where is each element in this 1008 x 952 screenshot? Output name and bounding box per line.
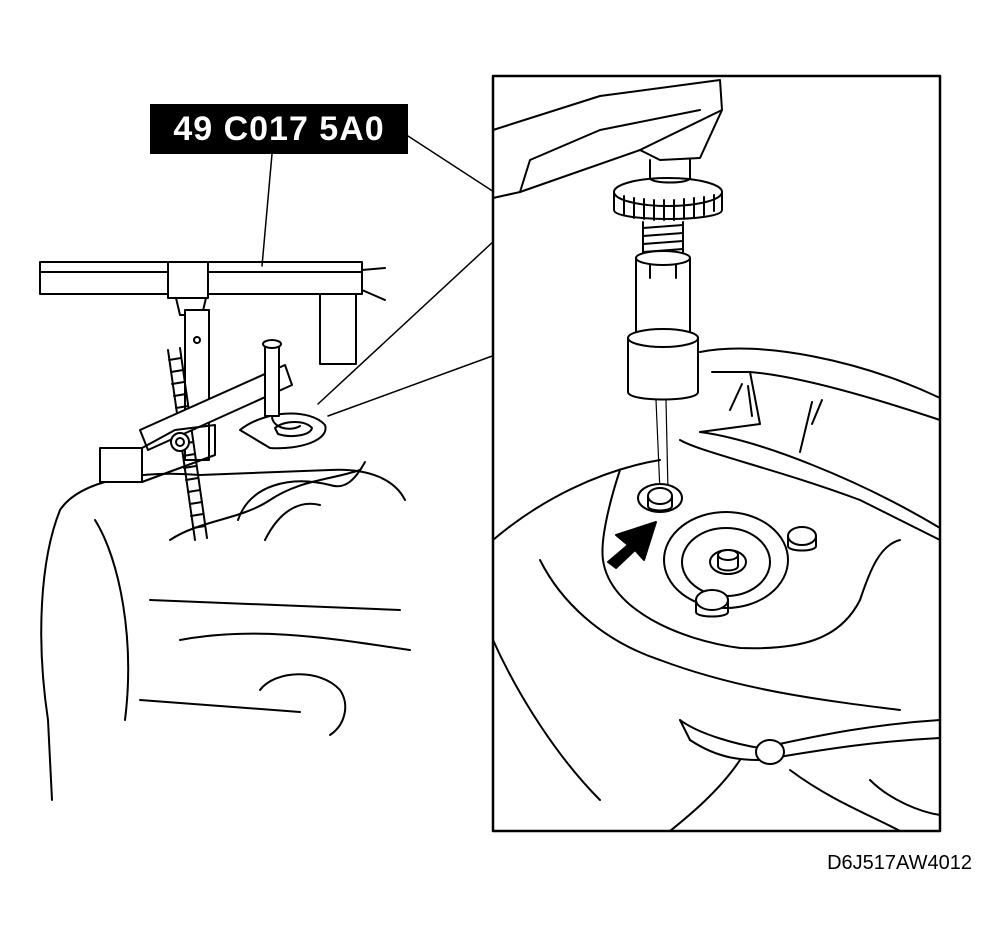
threaded-stud	[642, 221, 684, 259]
tool-arm-end	[99, 447, 143, 483]
tool-vertical-post	[184, 309, 210, 461]
overview-drawing	[39, 261, 411, 801]
tool-number-label: 49 C017 5A0	[150, 104, 408, 154]
body-contour-4	[139, 699, 301, 713]
mount-bolt-lower	[695, 589, 729, 618]
fender-outline	[59, 468, 406, 511]
mount-bolt-right	[787, 526, 817, 552]
knurled-nut	[613, 159, 723, 221]
detail-inset	[491, 74, 942, 833]
hose-bend	[264, 502, 321, 541]
mount-plate	[239, 412, 327, 450]
tool-bar-bracket	[319, 293, 357, 365]
mount-inner	[274, 421, 313, 437]
clamp-block	[167, 261, 209, 299]
cable-grommet	[755, 739, 785, 765]
label-leader-to-overview	[261, 153, 273, 267]
target-bolt	[637, 483, 683, 513]
tool-hook-bolt	[264, 345, 280, 417]
hose-line	[237, 461, 366, 521]
zoom-line-lower	[327, 354, 496, 417]
figure-code: D6J517AW4012	[827, 852, 972, 874]
body-contour-1	[94, 519, 130, 721]
adapter-cylinder	[627, 250, 699, 401]
wheel-arch	[259, 673, 347, 736]
body-contour-2	[149, 599, 401, 611]
arrow-icon	[607, 521, 657, 569]
fender-lower	[40, 509, 61, 801]
tower-slot-1	[729, 383, 823, 453]
alignment-line-1	[655, 399, 661, 493]
tower-edge-upper	[699, 347, 941, 399]
body-contour-3	[179, 632, 411, 651]
tower-left-edge	[492, 459, 661, 541]
tower-ridge	[699, 371, 761, 433]
zoom-line-upper	[317, 239, 496, 405]
alignment-line-2	[665, 399, 669, 493]
strut-mount	[663, 511, 789, 609]
